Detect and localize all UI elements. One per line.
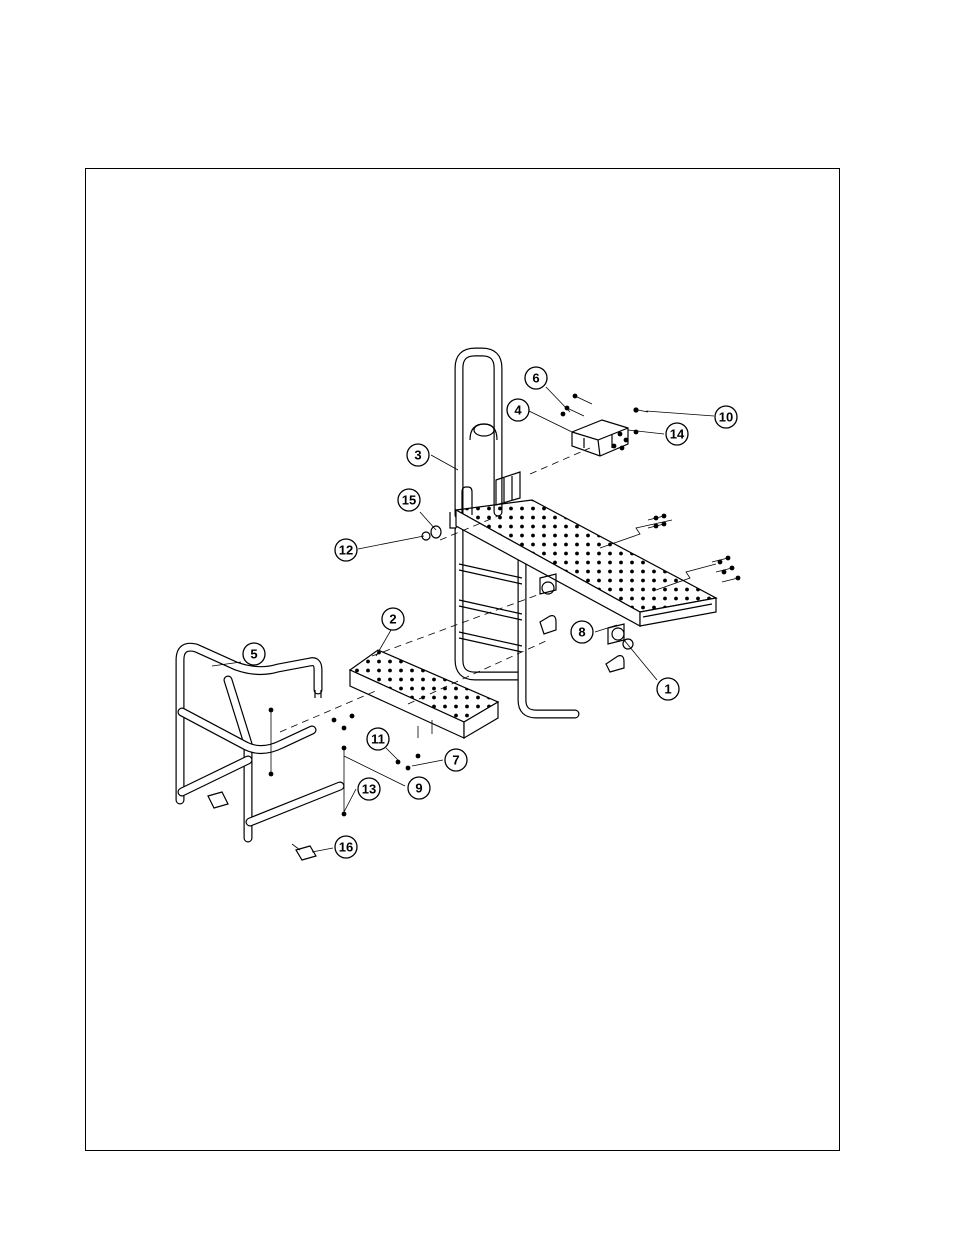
callout-6: 6 [525, 367, 547, 389]
callout-3-label: 3 [414, 448, 421, 463]
callout-15-label: 15 [402, 493, 416, 508]
callout-6-label: 6 [532, 371, 539, 386]
callout-3: 3 [407, 444, 429, 466]
callout-2-label: 2 [389, 612, 396, 627]
callout-15: 15 [398, 489, 420, 511]
callout-8-label: 8 [578, 625, 585, 640]
callout-10: 10 [715, 406, 737, 428]
callout-10-label: 10 [719, 410, 733, 425]
handrail-part-5 [180, 647, 340, 838]
callout-8: 8 [571, 621, 593, 643]
callout-2: 2 [382, 608, 404, 630]
callout-16-label: 16 [339, 840, 353, 855]
callout-16: 16 [335, 836, 357, 858]
callout-1: 1 [657, 678, 679, 700]
callout-4-label: 4 [514, 403, 522, 418]
step-part-2 [350, 650, 498, 738]
callout-13: 13 [358, 778, 380, 800]
callout-13-label: 13 [362, 782, 376, 797]
callout-12-label: 12 [339, 543, 353, 558]
callout-5: 5 [243, 643, 265, 665]
callout-11-label: 11 [371, 732, 385, 747]
callout-7-label: 7 [452, 753, 459, 768]
callout-7: 7 [445, 749, 467, 771]
callout-9: 9 [408, 777, 430, 799]
callout-12: 12 [335, 539, 357, 561]
callout-9-label: 9 [415, 781, 422, 796]
callout-5-label: 5 [250, 647, 257, 662]
callout-11: 11 [367, 728, 389, 750]
mounting-bracket-part-4 [572, 420, 628, 456]
callout-14: 14 [666, 423, 688, 445]
callout-4: 4 [507, 399, 529, 421]
callout-1-label: 1 [664, 682, 671, 697]
callout-14-label: 14 [670, 427, 685, 442]
